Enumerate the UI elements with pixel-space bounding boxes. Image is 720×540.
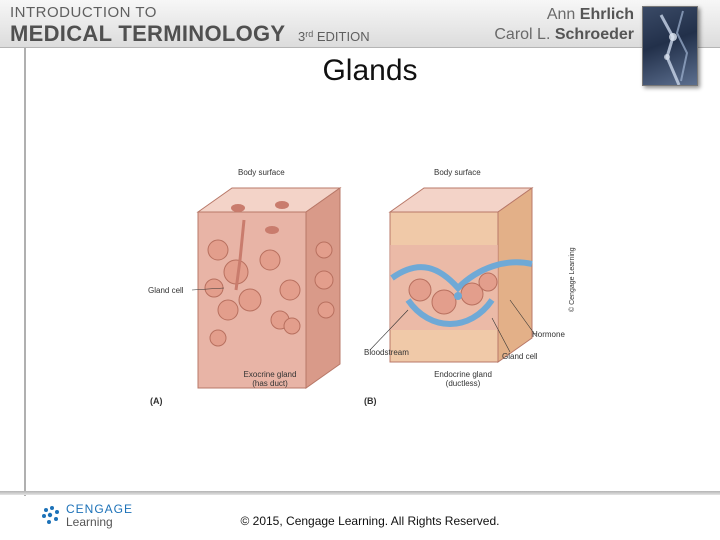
series-title-line1: INTRODUCTION TO [10,4,157,21]
image-credit: © Cengage Learning [569,247,576,312]
label-body-surface-a: Body surface [238,168,285,177]
skeleton-image [659,10,689,85]
author-1-last: Ehrlich [579,6,634,23]
logo-text-learning: Learning [66,515,113,529]
copyright-notice: © 2015, Cengage Learning. All Rights Res… [240,514,500,528]
label-exocrine: Exocrine gland (has duct) [240,370,300,388]
glands-figure: Body surface Body surface Gland cell Hor… [140,160,590,410]
edition-number: 3 [298,29,306,44]
cengage-logo: CENGAGE Learning [40,502,140,530]
label-endocrine-line1: Endocrine gland [434,370,492,379]
author-1: Ann Ehrlich [547,6,634,24]
series-title-line2: MEDICAL TERMINOLOGY [10,21,286,46]
slide-title: Glands [322,54,418,87]
label-endocrine: Endocrine gland (ductless) [430,370,496,388]
edition-label: 3rd EDITION [298,29,370,44]
label-panel-a: (A) [150,396,163,406]
leader-lines [191,287,537,353]
logo-text-cengage: CENGAGE [66,502,134,516]
author-1-first: Ann [546,6,576,23]
label-gland-cell-a: Gland cell [148,286,184,295]
bottom-divider [0,491,720,495]
book-cover-thumbnail [642,6,698,86]
author-2: Carol L. Schroeder [494,26,634,44]
author-2-last: Schroeder [554,26,634,43]
endocrine-block [388,187,534,363]
left-divider [24,48,26,496]
glands-illustration [191,187,537,389]
label-hormone: Hormone [532,330,565,339]
cengage-logo-icon [42,506,59,524]
label-endocrine-line2: (ductless) [445,379,481,388]
label-exocrine-line2: (has duct) [252,379,288,388]
label-gland-cell-b: Gland cell [502,352,538,361]
label-exocrine-line1: Exocrine gland [243,370,297,379]
exocrine-block [196,187,342,389]
label-bloodstream: Bloodstream [364,348,409,357]
label-panel-b: (B) [364,396,377,406]
edition-suffix: rd [305,29,314,39]
author-2-first: Carol L. [494,26,551,43]
header-banner: INTRODUCTION TO MEDICAL TERMINOLOGY 3rd … [0,0,720,48]
edition-word: EDITION [316,29,370,44]
label-body-surface-b: Body surface [434,168,481,177]
